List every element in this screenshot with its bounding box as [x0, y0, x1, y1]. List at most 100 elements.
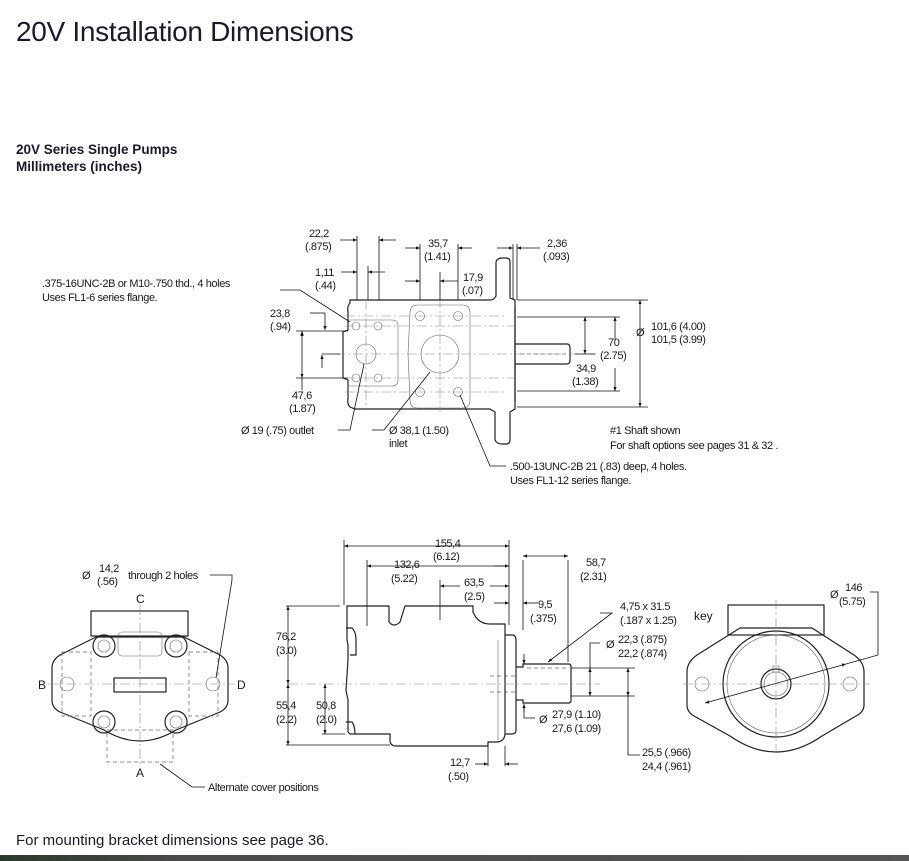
dim-22-3: 22,3 (.875) — [618, 634, 667, 646]
cover-bolt — [92, 634, 116, 658]
note-shaft-shown: #1 Shaft shown — [610, 425, 681, 437]
dimension-line — [338, 363, 365, 431]
dimension-line — [280, 289, 351, 323]
page-bottom-bar — [0, 855, 909, 861]
dim-25-5: 25,5 (.966) — [642, 747, 691, 759]
dim-1-11: 1,11 — [315, 267, 334, 279]
side-view-labels: 155,4 (6.12) 132,6 (5.22) 63,5 (2.5) 58,… — [276, 538, 691, 783]
diameter-symbol: Ø — [830, 589, 839, 601]
dim-23-8-in: (.94) — [270, 321, 291, 333]
dimension-line — [459, 394, 506, 467]
dim-101-5: 101,5 (3.99) — [651, 334, 706, 346]
note-through-holes: through 2 holes — [128, 570, 199, 582]
dim-63-5: 63,5 — [464, 577, 484, 589]
dim-47-6: 47,6 — [292, 390, 312, 402]
side-view-pump-drawing — [288, 605, 600, 747]
dim-2-36: 2,36 — [547, 238, 567, 250]
cover-bolt-head — [97, 715, 111, 729]
position-c: C — [136, 592, 145, 606]
dimension-line — [547, 612, 614, 663]
dim-34-9: 34,9 — [576, 363, 596, 375]
dim-55-4-in: (2.2) — [276, 714, 297, 726]
top-view-pump-drawing — [335, 257, 600, 445]
side-view-dimensions — [286, 540, 640, 766]
diameter-symbol: Ø — [539, 714, 548, 726]
alternate-leader — [159, 763, 205, 788]
cover-bolt-head — [97, 639, 111, 653]
dim-27-6: 27,6 (1.09) — [552, 723, 601, 735]
dim-35-7-in: (1.41) — [424, 251, 450, 263]
dim-132-6-in: (5.22) — [391, 573, 417, 585]
note-inlet-flange-series: Uses FL1-12 series flange. — [510, 475, 631, 487]
dimension-line — [627, 696, 640, 756]
cover-bolt — [164, 634, 188, 658]
dim-146-line — [704, 663, 847, 704]
top-view-labels: 22,2 (.875) 1,11 (.44) 35,7 (1.41) 17,9 … — [42, 228, 779, 487]
position-d: D — [237, 678, 246, 692]
dim-12-7-in: (.50) — [448, 771, 469, 783]
dim-70-in: (2.75) — [600, 350, 626, 362]
dim-23-8: 23,8 — [270, 308, 290, 320]
note-outlet: Ø 19 (.75) outlet — [241, 425, 314, 437]
inlet-flange-pad — [407, 304, 471, 409]
dim-155-4: 155,4 — [435, 538, 461, 550]
note-outlet-flange: .375-16UNC-2B or M10-.750 thd., 4 holes — [42, 278, 231, 290]
diameter-symbol: Ø — [82, 570, 91, 582]
dim-132-6: 132,6 — [394, 559, 420, 571]
cover-top-block — [90, 610, 189, 637]
dimension-line — [589, 642, 600, 668]
top-view-dimensions — [280, 236, 648, 467]
shaft-end-outline — [686, 627, 865, 753]
dim-9-5: 9,5 — [538, 599, 552, 611]
side-cover-detail — [346, 627, 357, 656]
dim-70: 70 — [608, 337, 620, 349]
dim-17-9: 17,9 — [463, 272, 483, 284]
dim-14-2-in: (.56) — [97, 576, 118, 588]
dim-58-7: 58,7 — [586, 557, 606, 569]
dim-key-size: 4,75 x 31.5 — [620, 601, 670, 613]
dim-146-leader — [845, 591, 879, 665]
dim-101-6: 101,6 (4.00) — [651, 321, 706, 333]
note-outlet-flange-series: Uses FL1-6 series flange. — [42, 292, 158, 304]
note-shaft-options: For shaft options see pages 31 & 32 . — [610, 440, 778, 452]
cover-bolt — [164, 710, 188, 734]
dim-22-2-shaft: 22,2 (.874) — [618, 648, 667, 660]
dim-146: 146 — [845, 582, 862, 594]
dimension-line — [523, 706, 535, 719]
dim-17-9-in: (.07) — [462, 285, 483, 297]
dim-2-36-in: (.093) — [543, 251, 569, 263]
side-shaft — [516, 663, 572, 704]
cover-bolt-head — [169, 639, 183, 653]
dim-50-8: 50,8 — [316, 700, 336, 712]
note-alternate-cover: Alternate cover positions — [208, 782, 319, 794]
dim-12-7: 12,7 — [450, 757, 470, 769]
side-mounting-flange — [505, 634, 517, 735]
end-view-shaft-drawing — [683, 591, 879, 753]
section-subtitle: 20V Series Single Pumps Millimeters (inc… — [16, 141, 177, 175]
dim-1-11-in: (.44) — [315, 280, 336, 292]
dim-35-7: 35,7 — [428, 238, 448, 250]
dim-58-7-in: (2.31) — [580, 571, 606, 583]
dim-24-4: 24,4 (.961) — [642, 761, 691, 773]
dim-34-9-in: (1.38) — [572, 376, 598, 388]
dim-155-4-in: (6.12) — [433, 551, 459, 563]
note-inlet-diameter: Ø 38,1 (1.50) — [389, 425, 449, 437]
pump-body-outline — [342, 257, 516, 445]
side-body-outline — [345, 605, 506, 747]
dim-22-2-in: (.875) — [305, 241, 331, 253]
dim-50-8-in: (2.0) — [316, 714, 337, 726]
dim-22-2: 22,2 — [309, 228, 329, 240]
dim-27-9: 27,9 (1.10) — [552, 709, 601, 721]
end-view-cover-drawing — [48, 574, 235, 788]
dim-55-4: 55,4 — [276, 700, 296, 712]
dim-146-in: (5.75) — [839, 596, 865, 608]
dim-76-2-in: (3.0) — [276, 645, 297, 657]
diameter-symbol: Ø — [636, 327, 645, 339]
dim-76-2: 76,2 — [276, 631, 296, 643]
position-a: A — [136, 766, 144, 780]
note-inlet-flange: .500-13UNC-2B 21 (.83) deep, 4 holes. — [510, 461, 687, 473]
dimension-line — [372, 371, 431, 431]
note-inlet: inlet — [389, 438, 408, 450]
end-view-labels: Ø 14,2 (.56) through 2 holes C B D A Alt… — [38, 563, 320, 794]
